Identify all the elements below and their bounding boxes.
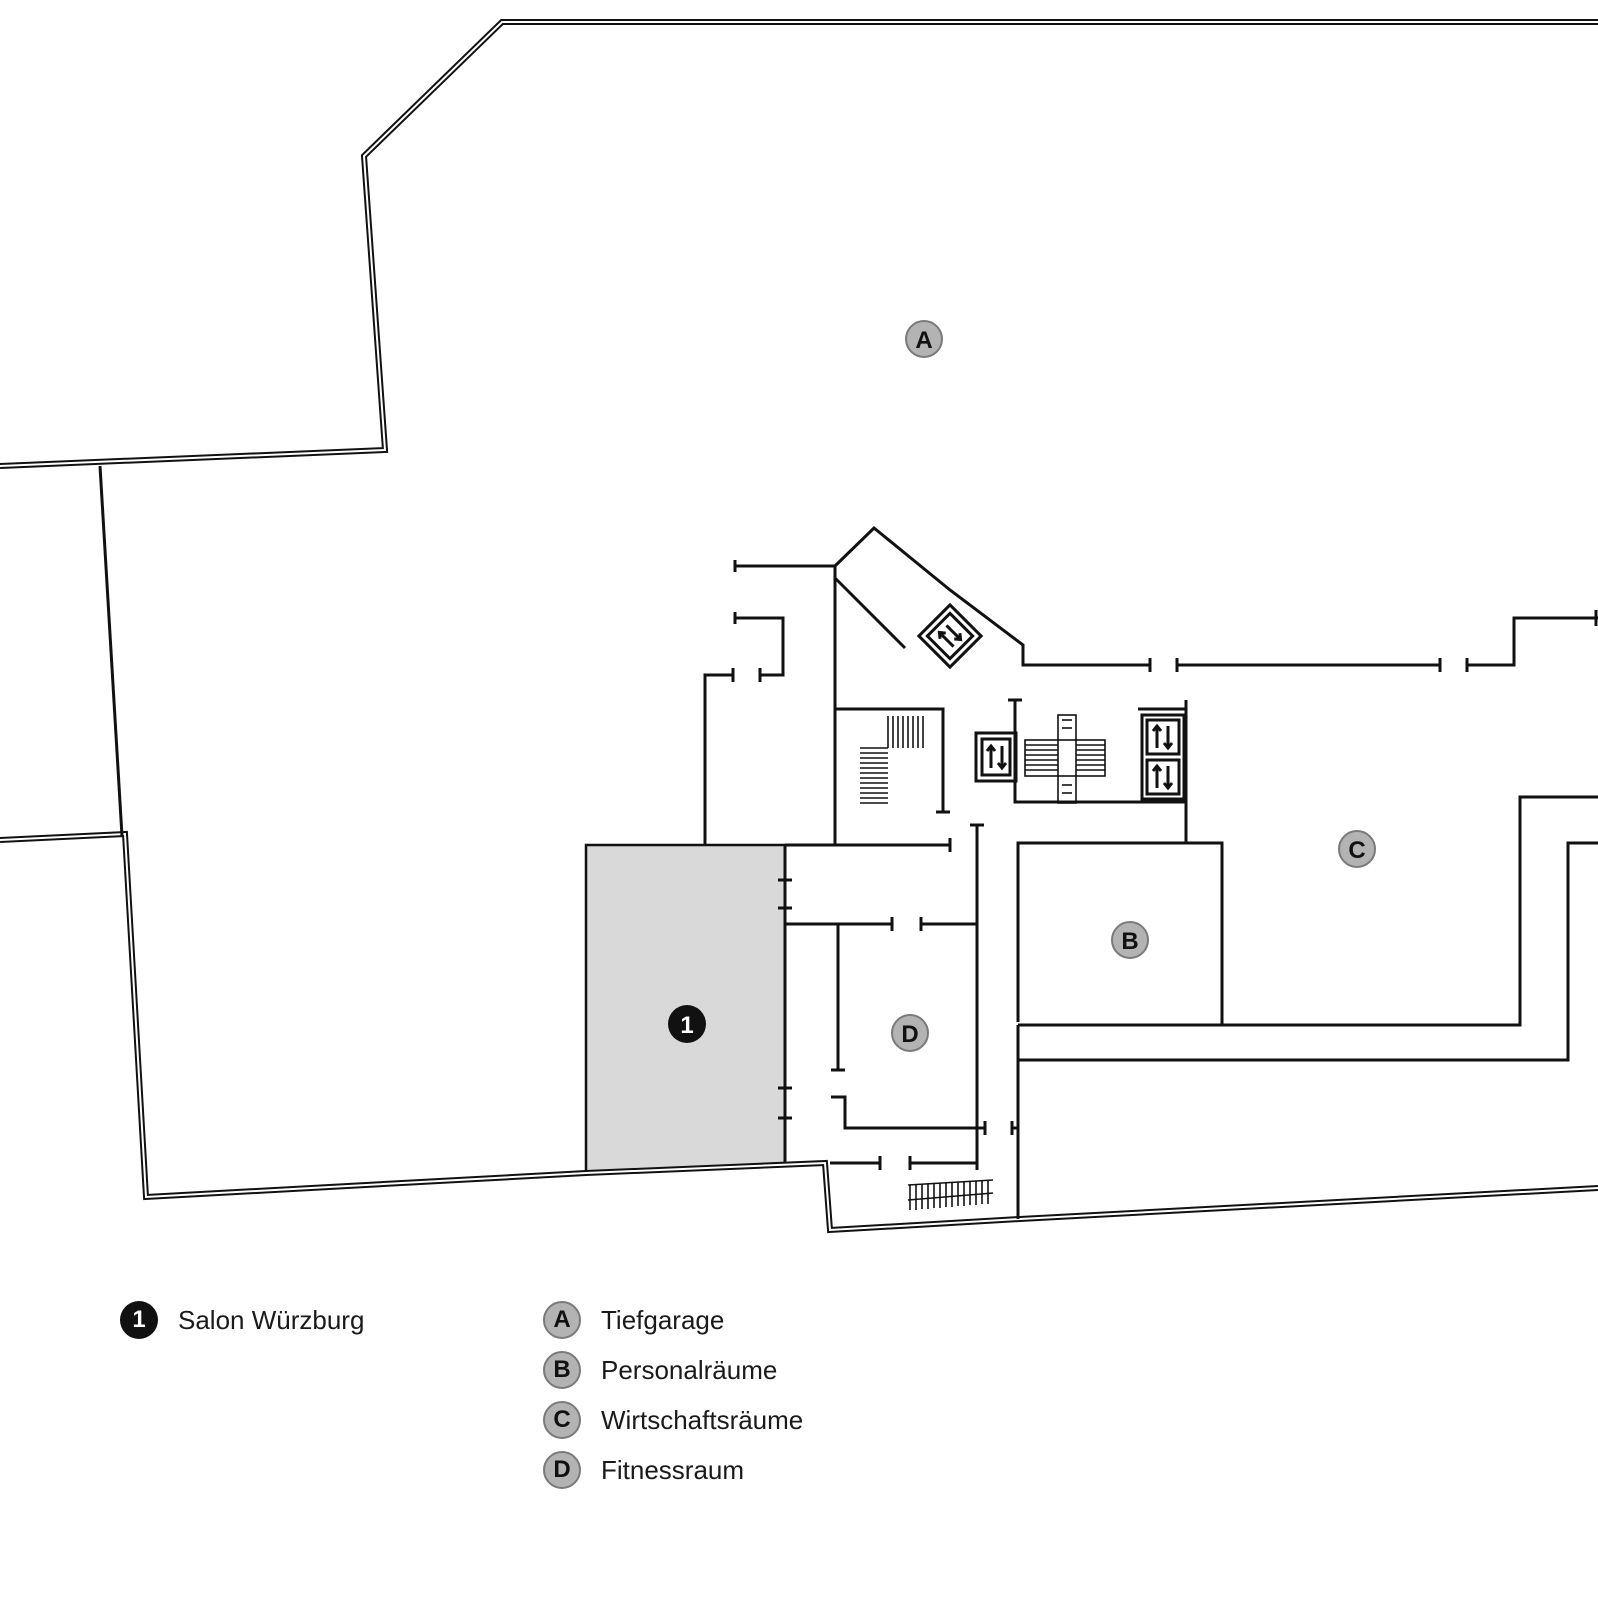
- legend-label: Personalräume: [601, 1354, 778, 1385]
- legend-label: Tiefgarage: [601, 1304, 725, 1335]
- staircase-bottom: [907, 1179, 994, 1210]
- svg-text:D: D: [901, 1021, 918, 1048]
- legend-label: Wirtschaftsräume: [601, 1404, 804, 1435]
- legend-label: Salon Würzburg: [178, 1304, 365, 1335]
- legend-badge-a: A: [543, 1301, 581, 1339]
- legend-badge-1: 1: [120, 1301, 158, 1339]
- legend-item-salon: 1 Salon Würzburg: [120, 1301, 364, 1339]
- svg-text:C: C: [1348, 837, 1365, 864]
- marker-area-b: B: [1111, 921, 1149, 959]
- outer-walls: [0, 19, 1598, 1234]
- svg-text:B: B: [1121, 928, 1138, 955]
- legend-item-personalraeume: B Personalräume: [543, 1351, 777, 1389]
- legend-label: Fitnessraum: [601, 1454, 745, 1485]
- marker-room-1: 1: [668, 1005, 706, 1043]
- legend-badge-c: C: [543, 1401, 581, 1439]
- svg-text:A: A: [915, 327, 932, 354]
- marker-area-a: A: [905, 320, 943, 358]
- interior-walls: [98, 465, 1598, 1219]
- legend-badge-b: B: [543, 1351, 581, 1389]
- legend-item-fitnessraum: D Fitnessraum: [543, 1451, 744, 1489]
- staircase: [860, 716, 924, 804]
- legend-item-tiefgarage: A Tiefgarage: [543, 1301, 724, 1339]
- svg-text:1: 1: [680, 1012, 693, 1039]
- legend-item-wirtschaftsraeume: C Wirtschaftsräume: [543, 1401, 803, 1439]
- elevator-icon: [916, 602, 1186, 801]
- marker-area-c: C: [1338, 830, 1376, 868]
- legend-badge-d: D: [543, 1451, 581, 1489]
- marker-area-d: D: [891, 1014, 929, 1052]
- staircase-central: [1024, 714, 1106, 804]
